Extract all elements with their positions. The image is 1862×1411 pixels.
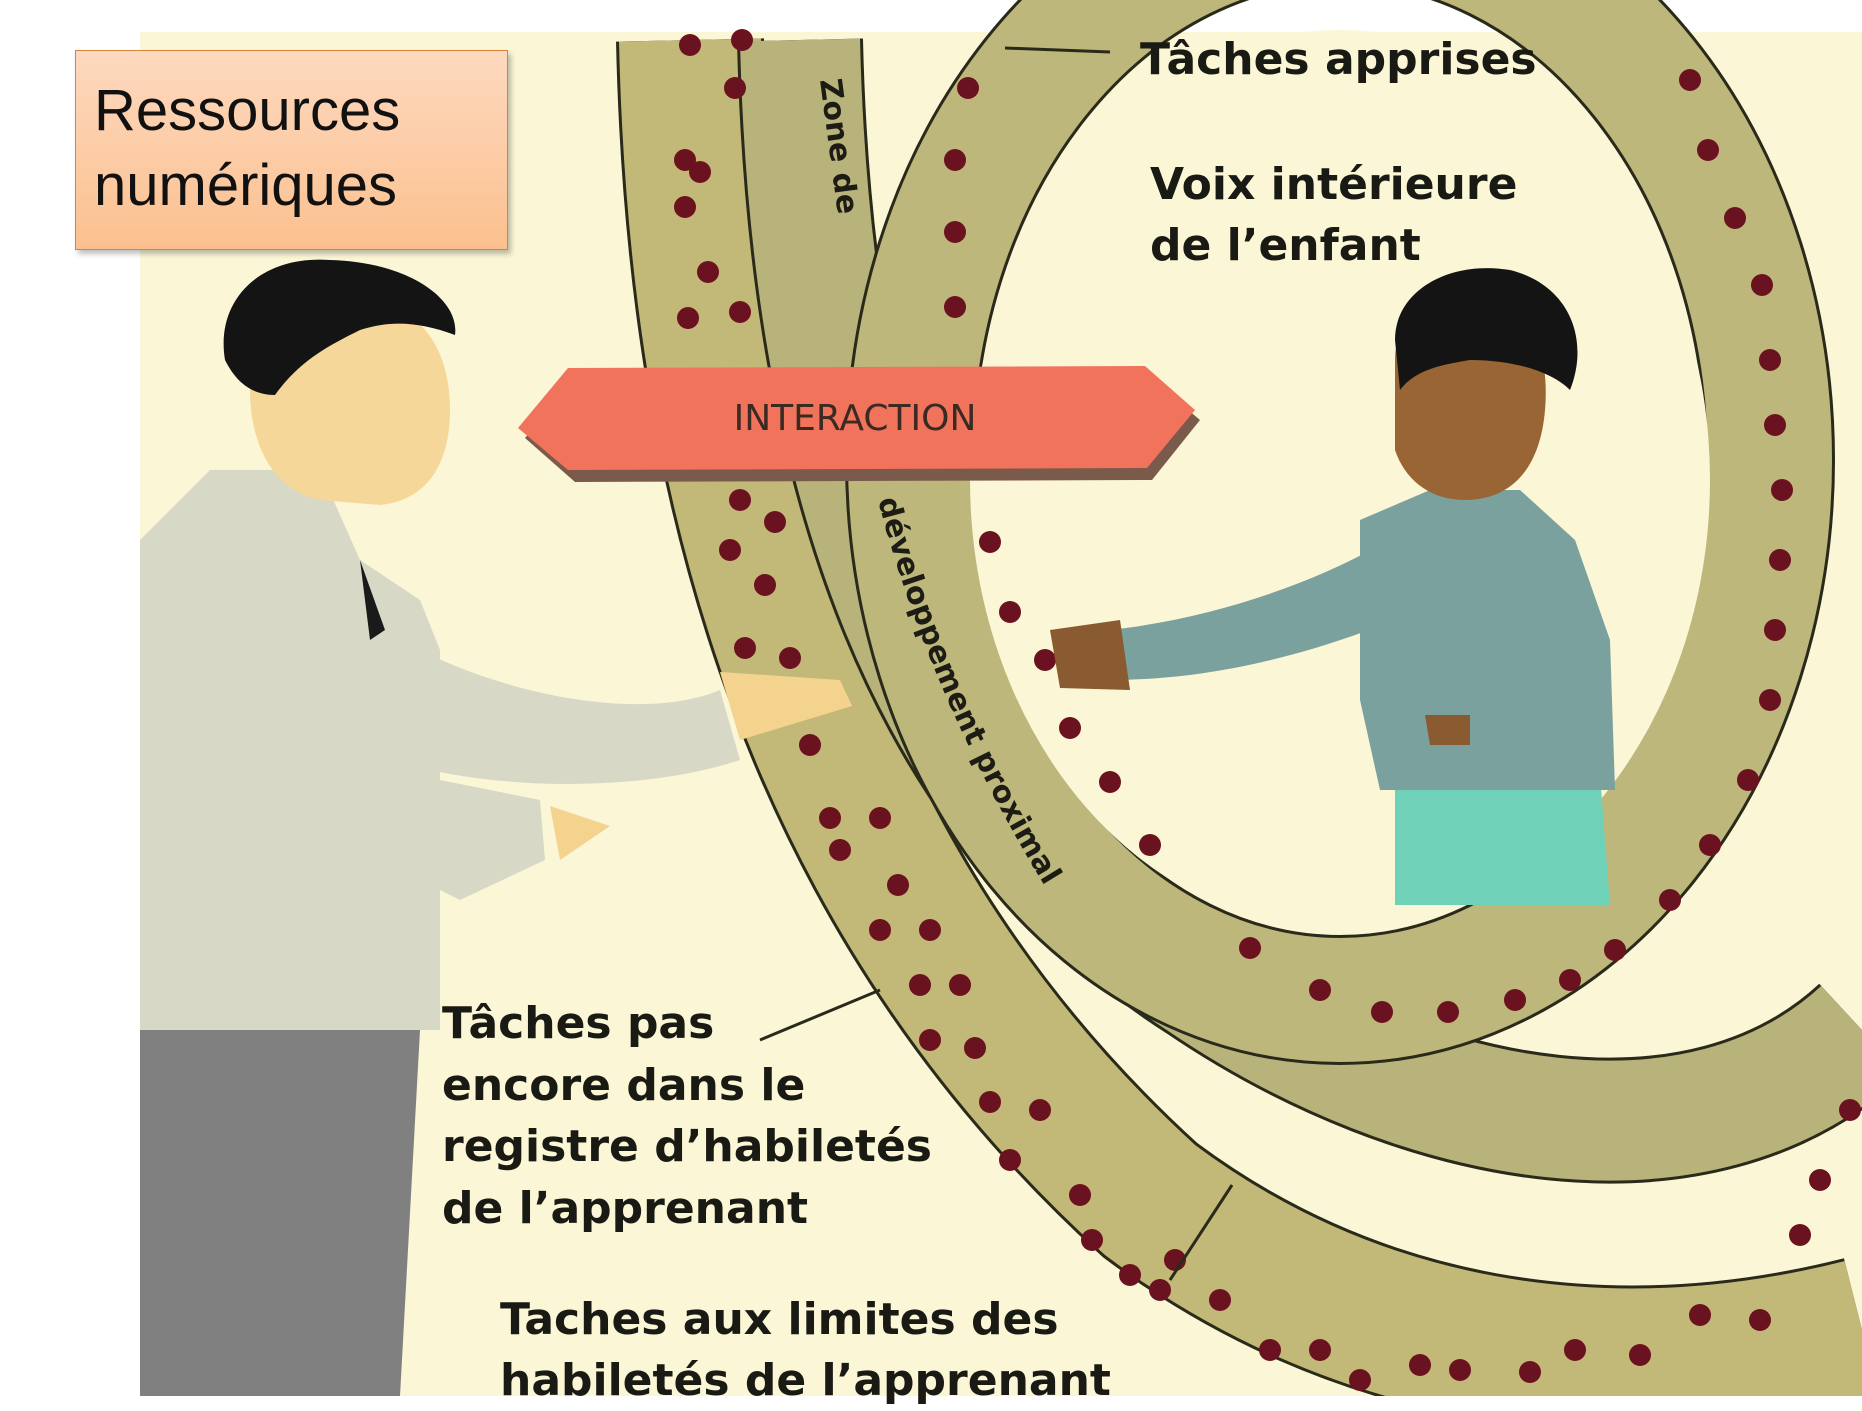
inner-voice-label: Voix intérieure de l’enfant <box>1150 155 1517 276</box>
learned-tasks-label: Tâches apprises <box>1140 30 1537 91</box>
title-text: Ressources numériques <box>94 73 489 224</box>
title-box: Ressources numériques <box>75 50 508 250</box>
tasks-at-limit-label: Taches aux limites des habiletés de l’ap… <box>500 1290 1111 1411</box>
tasks-not-yet-label: Tâches pas encore dans le registre d’hab… <box>442 993 932 1239</box>
interaction-label: INTERACTION <box>734 398 977 439</box>
interaction-banner: INTERACTION <box>518 366 1200 482</box>
